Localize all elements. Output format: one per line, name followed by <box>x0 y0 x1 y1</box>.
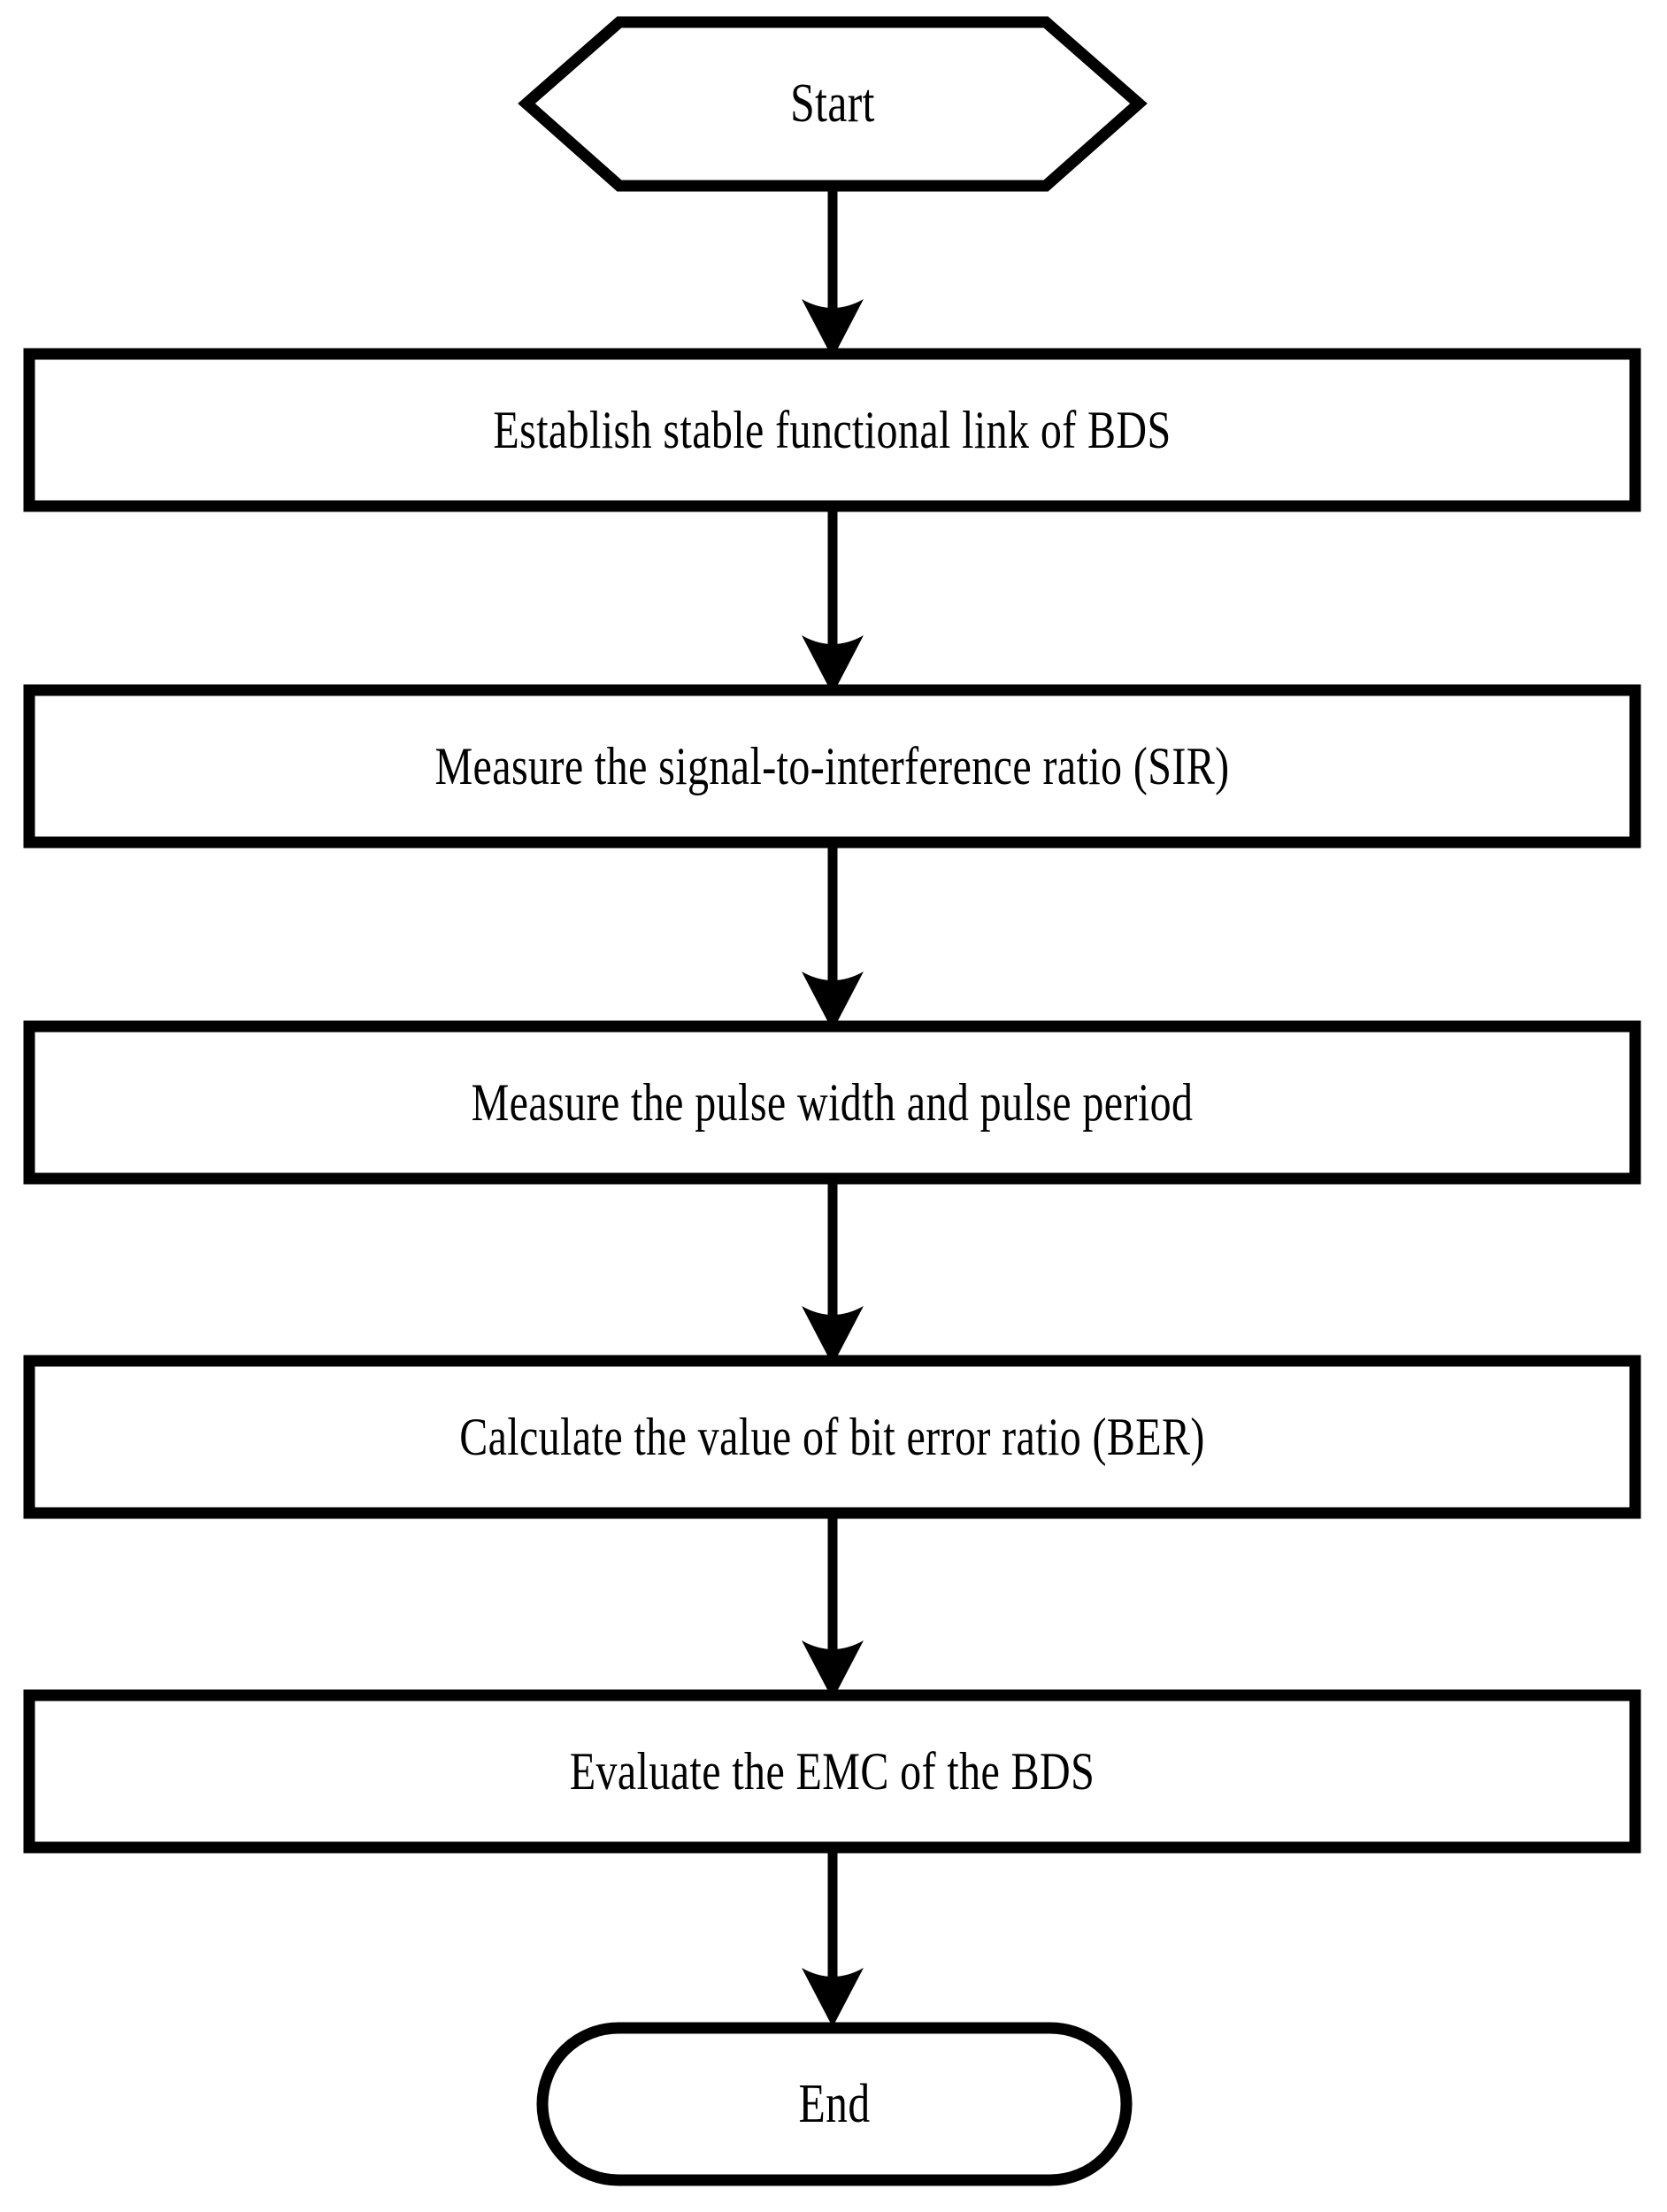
connector-step5-to-end <box>802 1847 864 2027</box>
connector-step2-to-step3 <box>802 842 864 1031</box>
step1-rect-shape[interactable] <box>23 348 1641 512</box>
connector-step4-to-step5 <box>802 1513 864 1700</box>
end-stadium-shape[interactable] <box>536 2022 1133 2186</box>
connector-step1-to-step2 <box>802 506 864 695</box>
connector-start-to-step1 <box>802 186 864 358</box>
step3-rect-shape[interactable] <box>23 1020 1641 1185</box>
start-hexagon-shape[interactable] <box>518 16 1148 192</box>
step5-rect-shape[interactable] <box>23 1689 1641 1854</box>
connector-step3-to-step4 <box>802 1179 864 1365</box>
step4-rect-shape[interactable] <box>23 1355 1641 1519</box>
step2-rect-shape[interactable] <box>23 684 1641 849</box>
